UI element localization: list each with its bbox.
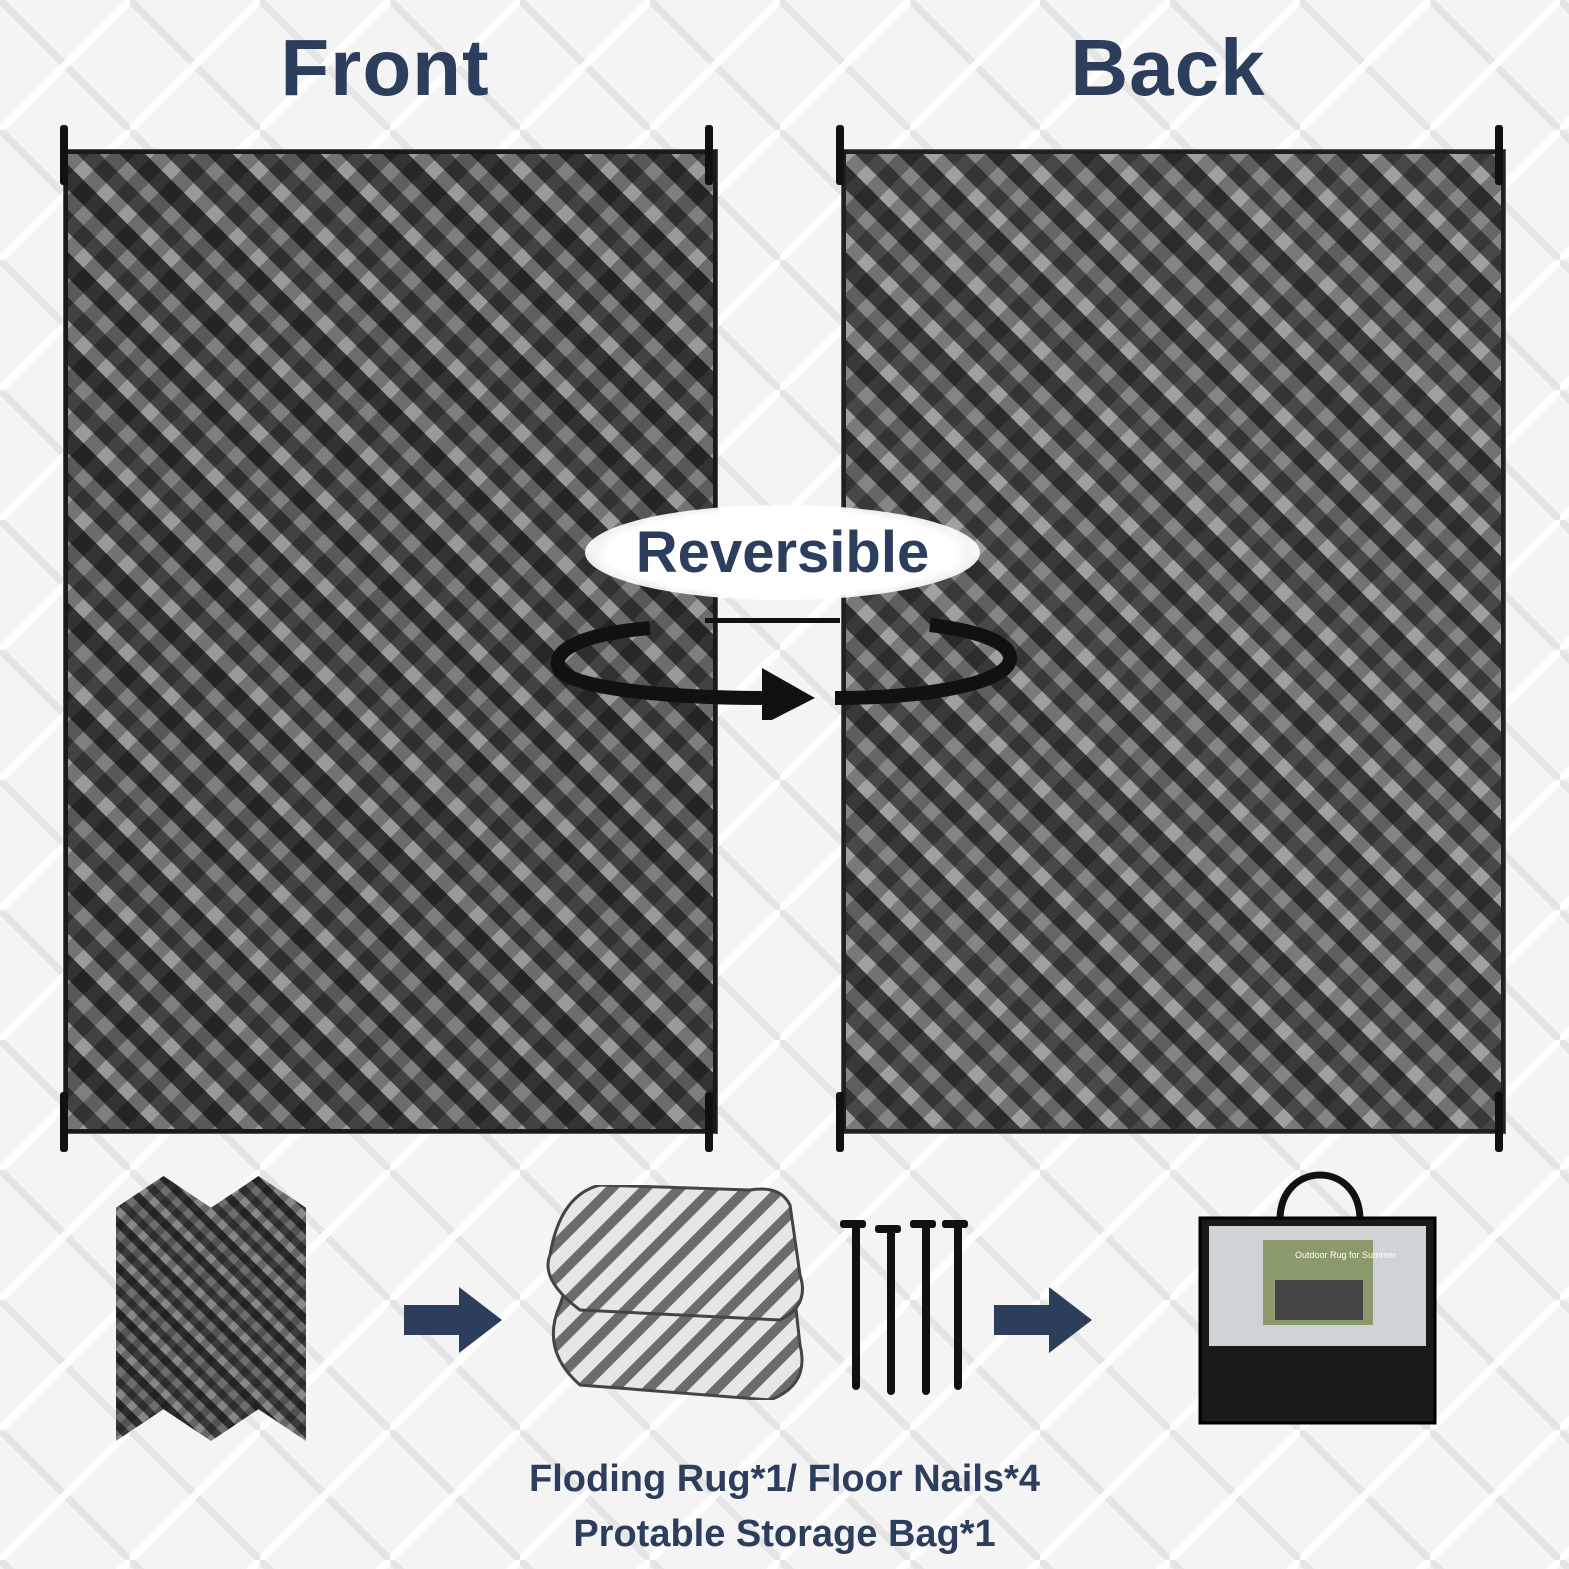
bag-label: Outdoor Rug for Summer [1295, 1250, 1396, 1260]
rug-tab [1495, 125, 1503, 185]
rug-tab [836, 125, 844, 185]
back-rug-image [842, 150, 1505, 1133]
back-heading: Back [1070, 23, 1266, 112]
caption-line-2: Protable Storage Bag*1 [573, 1513, 996, 1555]
rug-tab [836, 1092, 844, 1152]
front-heading: Front [280, 23, 490, 112]
caption-line-1: Floding Rug*1/ Floor Nails*4 [529, 1458, 1040, 1500]
right-arrow-icon [404, 1287, 502, 1353]
rug-tab [60, 125, 68, 185]
floor-nails-image [840, 1220, 968, 1395]
flat-rug-image [116, 1176, 306, 1441]
folded-rug-image [546, 1185, 804, 1400]
rug-tab [1495, 1092, 1503, 1152]
front-rug-image [64, 150, 717, 1133]
right-arrow-icon [994, 1287, 1092, 1353]
rotate-arrow-icon [550, 618, 1017, 720]
reversible-label: Reversible [635, 520, 930, 585]
rug-tab [705, 1092, 713, 1152]
rug-tab [60, 1092, 68, 1152]
rug-tab [705, 125, 713, 185]
reversible-badge: Reversible [585, 505, 980, 600]
storage-bag-image: Outdoor Rug for Summer [1198, 1171, 1437, 1425]
